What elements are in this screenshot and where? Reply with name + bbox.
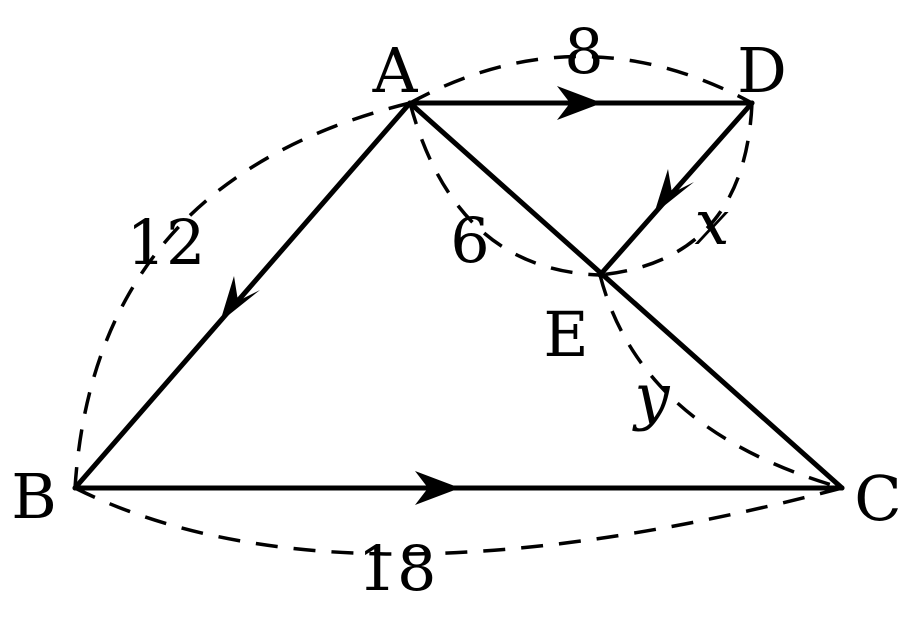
arc-de [599, 102, 754, 277]
arc-ae [408, 102, 601, 277]
point-label-c: C [854, 462, 901, 535]
arrowhead-de [654, 169, 694, 214]
arrowhead-bc [415, 471, 460, 505]
arrowhead-ab [220, 276, 260, 322]
measure-ad: 8 [564, 15, 603, 88]
measure-ab: 12 [127, 206, 206, 279]
arc-ab [73, 101, 411, 489]
arc-ad [409, 54, 753, 105]
point-label-e: E [543, 298, 588, 371]
measure-de: x [695, 186, 730, 259]
measure-ec: y [631, 360, 670, 433]
measure-ae: 6 [450, 204, 489, 277]
point-label-d: D [737, 34, 787, 107]
arc-ec [598, 274, 843, 490]
arc-bc [74, 486, 843, 556]
arrowhead-ad [557, 86, 602, 120]
segment-ab [72, 100, 413, 491]
segment-ac [407, 100, 845, 491]
point-label-a: A [372, 34, 419, 107]
point-label-b: B [11, 460, 57, 533]
segment-de [597, 100, 755, 278]
measure-bc: 18 [358, 532, 437, 605]
